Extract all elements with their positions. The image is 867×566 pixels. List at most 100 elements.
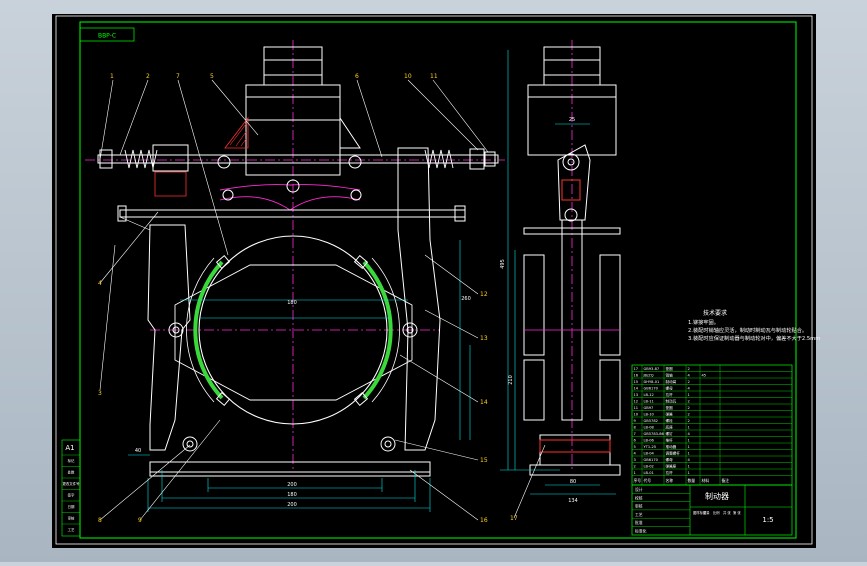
note-line: 3.装配时应保证制动器与制动轮对中，偏差不大于2.5mm: [688, 334, 820, 342]
drawing-title: 制动器: [705, 491, 729, 501]
sign-cell: 设计: [635, 487, 643, 492]
parts-cell: 螺钉: [666, 431, 674, 436]
parts-cell: 2: [688, 406, 690, 410]
right-spring: [424, 149, 454, 169]
part-balloons: 1 2 7 5 6 10 11 4 3 12 13 14 15 16 8 9: [98, 73, 488, 524]
dim-text: 134: [568, 498, 578, 504]
balloon: 16: [480, 517, 488, 524]
parts-cell: 15: [634, 380, 639, 384]
right-brake-shoe: [362, 260, 393, 400]
parts-cell: GB93-87: [644, 367, 660, 371]
parts-cell: 调整螺杆: [666, 451, 681, 456]
parts-cell: LB-04: [644, 452, 655, 456]
parts-cell: 弹簧座: [666, 464, 677, 469]
parts-cell: GB6170: [644, 458, 659, 462]
notes-title: 技术要求: [703, 309, 727, 317]
parts-cell: 销轴: [666, 373, 674, 378]
drawing-scale: 1:5: [762, 516, 773, 524]
parts-cell: 制动瓦: [666, 399, 677, 404]
parts-cell: DHY8-01: [644, 380, 660, 384]
parts-header-cell: 代号: [644, 478, 652, 483]
parts-cell: 2: [634, 465, 636, 469]
parts-cell: 11: [634, 406, 639, 410]
parts-cell: GB5783-86: [644, 432, 665, 436]
parts-cell: 1: [688, 393, 690, 397]
front-dim-texts: 180 200 200 40 180 260: [135, 296, 471, 508]
dim-text: 80: [570, 479, 576, 485]
strip-cell: 签字: [68, 493, 75, 498]
strip-cell: 审核: [68, 516, 75, 521]
parts-cell: 螺栓: [666, 418, 674, 423]
parts-cell: 7: [634, 432, 636, 436]
dim-text: 180: [287, 492, 297, 498]
note-line: 1.铆接牢固。: [688, 318, 719, 326]
dim-text: 40: [135, 448, 141, 454]
parts-cell: 6: [634, 439, 637, 443]
parts-cell: YT1-25: [644, 445, 657, 449]
balloon: 15: [480, 457, 488, 464]
balloon: 11: [430, 73, 438, 80]
parts-cell: 4: [688, 387, 691, 391]
dim-text: 260: [461, 296, 471, 302]
parts-cell: LB-11: [644, 400, 654, 404]
dim-text: 210: [508, 375, 514, 385]
parts-cell: 12: [634, 400, 639, 404]
parts-cell: 14: [634, 387, 639, 391]
leader-17: [513, 444, 546, 519]
parts-cell: 4: [634, 452, 637, 456]
title-block: 设计校核审核工艺批准标准化 制动器 1:5 图样标记重量比例共 张第 张: [631, 484, 793, 536]
left-brake-shoe: [193, 260, 224, 400]
note-line: 2.装配时销轴应灵活，制动时制动瓦与制动轮贴合。: [688, 326, 807, 334]
parts-cell: 2: [688, 367, 690, 371]
side-dim-texts: 134 80 25 495 210: [500, 117, 578, 504]
bracket-hatch: [224, 116, 249, 149]
parts-cell: LB-08: [644, 426, 655, 430]
parts-cell: 拉杆: [666, 470, 674, 475]
parts-cell: 2: [688, 380, 690, 384]
top-rod: [97, 154, 499, 164]
parts-header-cell: 名称: [666, 478, 674, 483]
parts-cell: 10: [634, 413, 639, 417]
strip-cell: 工艺: [68, 527, 75, 532]
parts-cell: 推动器: [666, 444, 677, 449]
parts-cell: 3: [634, 458, 636, 462]
parts-cell: 4: [688, 374, 691, 378]
parts-cell: 4: [688, 432, 691, 436]
parts-cell: 1: [688, 452, 690, 456]
parts-header-cell: 序号: [634, 478, 642, 483]
sign-cell: 校核: [635, 495, 643, 500]
parts-cell: GB6170: [644, 387, 659, 391]
dim-text: 200: [287, 502, 297, 508]
strip-cell: 标记: [68, 458, 75, 463]
sheet-outer-border: [55, 15, 813, 545]
strip-cell: 处数: [68, 470, 75, 475]
side-vertical-arm: [561, 219, 583, 421]
parts-header-cell: 数量: [688, 478, 696, 483]
parts-cell: LB-01: [644, 471, 654, 475]
parts-cell: 17: [634, 367, 639, 371]
technical-notes: 技术要求 1.铆接牢固。 2.装配时销轴应灵活，制动时制动瓦与制动轮贴合。 3.…: [688, 309, 820, 342]
balloon: 10: [404, 73, 412, 80]
right-brake-arm: [397, 147, 441, 451]
strip-cell: 日期: [68, 504, 75, 509]
dim-text: 495: [500, 259, 506, 269]
left-block-hatch: [154, 171, 187, 197]
side-dimensions: [500, 50, 616, 495]
parts-cell: LB-10: [644, 413, 655, 417]
parts-cell: 8: [634, 426, 637, 430]
parts-cell: LB-02: [644, 465, 654, 469]
title-meta-cell: 重量: [703, 510, 710, 515]
sign-cell: 标准化: [635, 529, 647, 534]
parts-cell: 弹簧: [666, 412, 674, 417]
parts-cell: 45: [702, 374, 707, 378]
title-meta-cell: 图样标记: [693, 510, 707, 515]
left-spring: [124, 149, 158, 169]
parts-cell: JB/ZQ: [643, 374, 654, 378]
balloon: 6: [355, 73, 359, 80]
parts-cell: 9: [634, 419, 637, 423]
title-meta-cell: 第 张: [733, 510, 741, 515]
parts-cell: GB97: [644, 406, 654, 410]
